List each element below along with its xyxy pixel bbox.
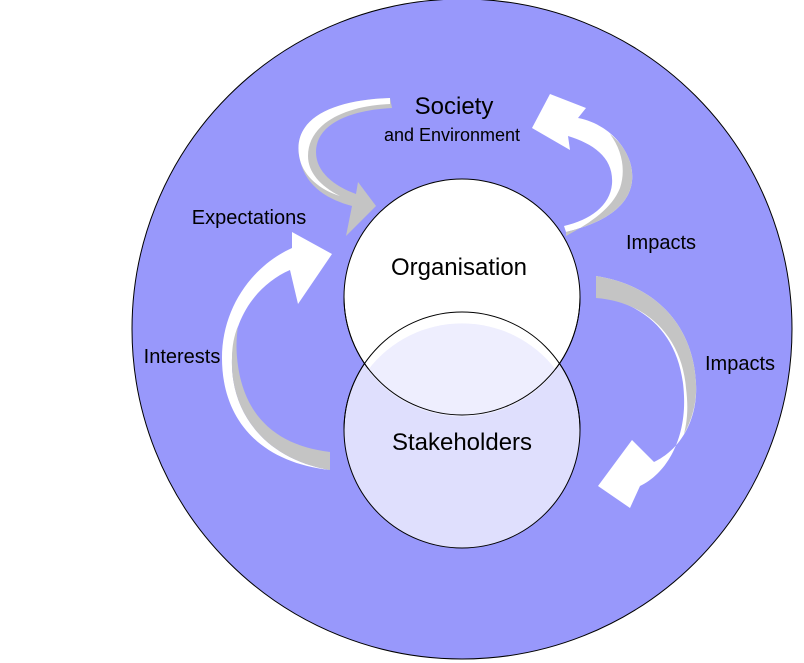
society-label: Society [415, 93, 494, 120]
expectations-arrow [298, 98, 392, 236]
stakeholders-upper-arc [343, 311, 581, 431]
interests-label: Interests [144, 346, 221, 368]
interests-arrow [222, 232, 332, 470]
expectations-label: Expectations [192, 207, 307, 229]
impacts-lower-label: Impacts [705, 353, 775, 375]
impacts-upper-label: Impacts [626, 232, 696, 254]
environment-label: and Environment [384, 125, 520, 145]
organisation-label: Organisation [391, 254, 527, 281]
organisation-lower-arc [343, 296, 581, 416]
stakeholders-label: Stakeholders [392, 429, 532, 456]
impacts-upper-arrow [532, 94, 633, 236]
overlap-lens [368, 323, 556, 417]
impacts-lower-arrow [596, 276, 697, 508]
